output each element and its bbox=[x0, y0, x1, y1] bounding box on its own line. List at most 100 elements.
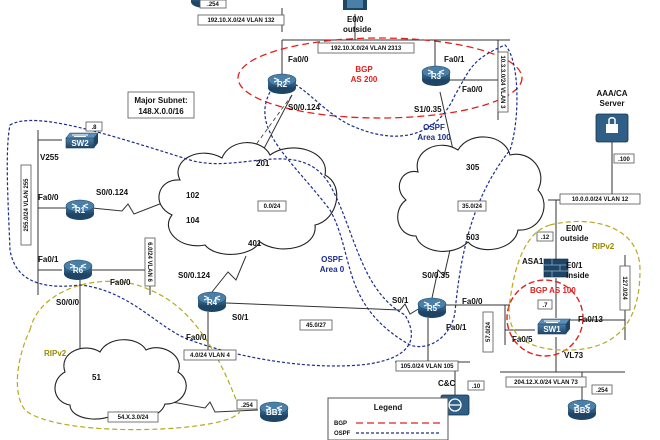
region-labels: Major Subnet: 148.X.0.0/16 BGP AS 200 OS… bbox=[44, 65, 615, 358]
subnet-sw1-host: .7 bbox=[542, 303, 548, 309]
interface-label-outside_top: outside bbox=[343, 25, 372, 34]
asa-label: ASA1 bbox=[522, 257, 544, 266]
legend-item-ospf: OSPF bbox=[334, 431, 351, 437]
r3-label: R3 bbox=[431, 72, 442, 81]
ripv2-left-label: RIPv2 bbox=[44, 349, 67, 358]
interface-label-r3_fa01: Fa0/1 bbox=[444, 55, 465, 64]
interface-label-dlci_201: 201 bbox=[256, 159, 270, 168]
interface-label-asa_e01: E0/1 bbox=[566, 261, 583, 270]
ospf-area100-label-2: Area 100 bbox=[417, 133, 451, 142]
bgp-as200-label-2: AS 200 bbox=[351, 75, 378, 84]
sw1-label: SW1 bbox=[543, 325, 561, 334]
subnet-bb1-host: .254 bbox=[241, 403, 253, 409]
interface-label-dlci_51: 51 bbox=[92, 373, 101, 382]
frame-relay-cloud-right bbox=[397, 136, 545, 252]
ospf-area0-label-1: OSPF bbox=[321, 255, 343, 264]
interface-label-asa_outside: outside bbox=[560, 234, 589, 243]
interface-label-sw1_vl73: VL73 bbox=[564, 351, 584, 360]
interface-label-r4_s00: S0/0.124 bbox=[178, 271, 211, 280]
aaa-ca-server-icon[interactable] bbox=[595, 113, 629, 143]
server-label-line1: AAA/CA bbox=[596, 89, 627, 98]
r5-label: R5 bbox=[427, 304, 438, 313]
subnet-vlan2313: 192.10.X.0/24 VLAN 2313 bbox=[331, 46, 402, 52]
subnet-vlan3: 10.3.3.0/24 VLAN 3 bbox=[499, 55, 505, 109]
subnet-top-left-host: .254 bbox=[207, 2, 219, 8]
interface-label-asa_inside: inside bbox=[566, 271, 590, 280]
legend-title: Legend bbox=[374, 403, 403, 412]
interface-label-r3_fa00: Fa0/0 bbox=[462, 85, 483, 94]
ospf-area0-boundary bbox=[6, 119, 412, 367]
interface-label-r6_s00: S0/0/0 bbox=[56, 298, 80, 307]
major-subnet-label-2: 148.X.0.0/16 bbox=[138, 107, 184, 116]
subnet-vlan6: 6.0/24 VLAN 6 bbox=[146, 242, 152, 282]
interface-label-asa_e00: E0/0 bbox=[566, 224, 583, 233]
interface-label-dlci_104: 104 bbox=[186, 216, 200, 225]
cc-label: C&C bbox=[438, 379, 456, 388]
subnet-127: 127.0/24 bbox=[621, 276, 627, 300]
bb3-label: BB3 bbox=[574, 406, 591, 415]
ospf-area100-boundary bbox=[264, 44, 518, 348]
subnet-54: 54.X.3.0/24 bbox=[118, 415, 149, 421]
legend: Legend BGP OSPF bbox=[327, 397, 449, 440]
subnet-server-host: .100 bbox=[618, 157, 630, 163]
interface-label-r6_fa00: Fa0/0 bbox=[110, 278, 131, 287]
interface-label-e00_outside_top: E0/0 bbox=[347, 15, 364, 24]
subnet-cloud-left: 0.0/24 bbox=[264, 204, 281, 210]
interface-label-dlci_401: 401 bbox=[248, 239, 262, 248]
ripv2-right-label: RIPv2 bbox=[592, 242, 615, 251]
interface-label-dlci_102: 102 bbox=[186, 191, 200, 200]
r6-label: R6 bbox=[73, 266, 84, 275]
bgp-as200-boundary bbox=[237, 37, 523, 119]
interface-label-sw2_v255: V255 bbox=[40, 153, 59, 162]
server-label-line2: Server bbox=[600, 99, 625, 108]
interface-label-r4_fa00: Fa0/0 bbox=[186, 333, 207, 342]
subnet-vlan105: 105.0/24 VLAN 105 bbox=[400, 364, 454, 370]
interface-label-r1_s00: S0/0.124 bbox=[96, 188, 129, 197]
subnet-cloud-right: 35.0/24 bbox=[462, 204, 483, 210]
subnet-45: 45.0/27 bbox=[306, 323, 327, 329]
subnet-vlan4: 4.0/24 VLAN 4 bbox=[190, 353, 230, 359]
subnet-vlan132: 192.10.X.0/24 VLAN 132 bbox=[207, 18, 275, 24]
interface-label-r1_fa00: Fa0/0 bbox=[38, 193, 59, 202]
interface-label-r2_fa00: Fa0/0 bbox=[288, 55, 309, 64]
interface-label-r4_s01: S0/1 bbox=[232, 313, 249, 322]
r4-label: R4 bbox=[207, 298, 218, 307]
ospf-area100-label-1: OSPF bbox=[423, 123, 445, 132]
interface-label-r2_s00: S0/0.124 bbox=[288, 103, 321, 112]
subnet-vlan255: 255.0/24 VLAN 255 bbox=[24, 178, 30, 232]
frame-relay-cloud-left bbox=[158, 142, 338, 255]
subnet-boxes: .254 192.10.X.0/24 VLAN 132 192.10.X.0/2… bbox=[20, 0, 641, 423]
bgp-as200-label-1: BGP bbox=[355, 65, 373, 74]
subnet-sw2-host: .8 bbox=[91, 125, 97, 131]
ospf-area0-label-2: Area 0 bbox=[320, 265, 345, 274]
ripv2-right-boundary bbox=[508, 220, 641, 351]
subnet-bb3-host: .254 bbox=[596, 388, 608, 394]
interface-label-r5_fa01: Fa0/1 bbox=[446, 323, 467, 332]
r2-label: R2 bbox=[277, 80, 288, 89]
legend-item-bgp: BGP bbox=[334, 421, 347, 427]
interface-label-r3_s1: S1/0.35 bbox=[414, 105, 442, 114]
sw2-label: SW2 bbox=[71, 139, 89, 148]
bb1-label: BB1 bbox=[266, 408, 283, 417]
serial-cloud-bottom bbox=[54, 339, 187, 420]
bgp-as100-label: BGP AS 100 bbox=[530, 286, 576, 295]
interface-label-sw1_fa05: Fa0/5 bbox=[512, 335, 533, 344]
top-firewall-icon[interactable] bbox=[343, 0, 367, 10]
device-labels: R2 R3 R1 R6 R4 R5 BB1 BB3 SW2 SW1 ASA1 A… bbox=[71, 72, 627, 417]
interface-label-sw1_fa013: Fa0/13 bbox=[578, 315, 603, 324]
subnet-asa-host: .12 bbox=[541, 235, 550, 241]
asa-firewall[interactable] bbox=[543, 258, 569, 278]
bgp-as100-boundary bbox=[506, 279, 584, 357]
r1-label: R1 bbox=[75, 206, 86, 215]
interface-label-r5_s00: S0/0.35 bbox=[422, 271, 450, 280]
major-subnet-label-1: Major Subnet: bbox=[134, 96, 187, 105]
subnet-vlan73: 204.12.X.0/24 VLAN 73 bbox=[514, 380, 578, 386]
interface-label-r6_fa01: Fa0/1 bbox=[38, 255, 59, 264]
interface-label-dlci_305: 305 bbox=[466, 163, 480, 172]
interface-label-r5_fa00: Fa0/0 bbox=[462, 297, 483, 306]
subnet-cc-host: .10 bbox=[472, 384, 481, 390]
interface-label-dlci_503: 503 bbox=[466, 233, 480, 242]
subnet-57: 57.0/24 bbox=[486, 321, 492, 342]
